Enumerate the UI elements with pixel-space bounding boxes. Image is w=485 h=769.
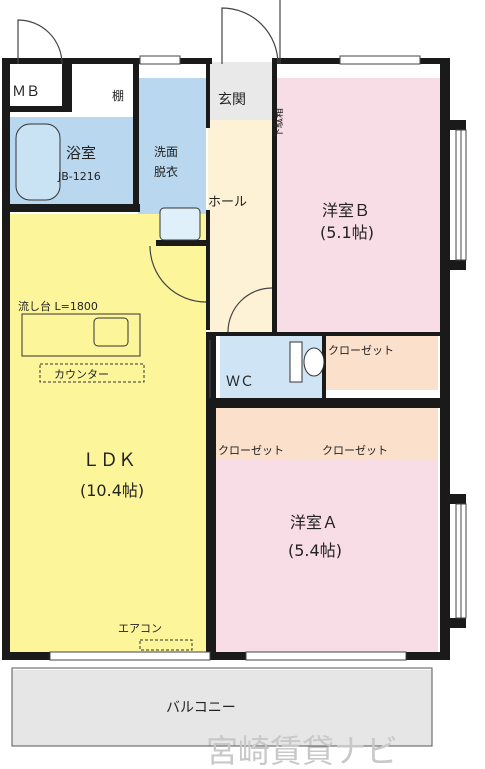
- kitchen-counter: [21, 313, 141, 357]
- doors: [17, 0, 281, 398]
- closet-wc-side-label: クローゼット: [328, 344, 394, 357]
- washroom-label-2: 脱衣: [154, 164, 178, 179]
- shoe-box-label: 下駄箱: [272, 108, 285, 138]
- closet-a-floor: [216, 408, 438, 460]
- entrance-label: 玄関: [218, 91, 246, 108]
- wash-basin: [159, 207, 201, 241]
- watermark: 宮崎賃貸ナビ: [206, 732, 398, 769]
- counter-bar: [39, 363, 145, 383]
- ldk-floor: [10, 214, 206, 652]
- closet-a1-label: クローゼット: [218, 444, 284, 457]
- bath-model-label: JB-1216: [57, 170, 101, 183]
- windows: [49, 55, 467, 661]
- room-a-size-label: (5.4帖): [288, 541, 342, 560]
- balcony-railing: [11, 667, 433, 747]
- room-b-floor: [276, 78, 440, 332]
- closet-b-floor: [326, 336, 438, 390]
- washroom-label-1: 洗面: [154, 145, 178, 159]
- walls: [2, 58, 466, 660]
- hall-floor: [208, 120, 274, 332]
- bathtub: [15, 123, 61, 201]
- room-b-label: 洋室Ｂ: [322, 201, 370, 220]
- balcony-floor: [12, 670, 432, 746]
- room-a-floor: [216, 460, 438, 652]
- kitchen-sink: [93, 317, 129, 347]
- room-a-label: 洋室Ａ: [290, 513, 338, 532]
- entrance-floor: [208, 62, 274, 120]
- mb-label: ＭＢ: [12, 84, 40, 100]
- room-b-size-label: (5.1帖): [320, 223, 374, 242]
- kitchen-label: 流し台 L=1800: [18, 299, 98, 313]
- aircon-label: エアコン: [118, 622, 162, 635]
- counter-label: カウンター: [54, 368, 109, 381]
- ldk-label: ＬＤＫ: [82, 450, 136, 471]
- aircon-unit: [139, 639, 193, 651]
- bath-label: 浴室: [66, 144, 96, 162]
- shelf-label: 棚: [112, 88, 124, 103]
- balcony-label: バルコニー: [166, 700, 236, 716]
- toilet-icon: [289, 341, 325, 383]
- hall-label: ホール: [208, 195, 247, 210]
- closet-a2-label: クローゼット: [322, 444, 388, 457]
- wc-label: ＷＣ: [226, 374, 254, 390]
- ldk-size-label: (10.4帖): [80, 481, 144, 500]
